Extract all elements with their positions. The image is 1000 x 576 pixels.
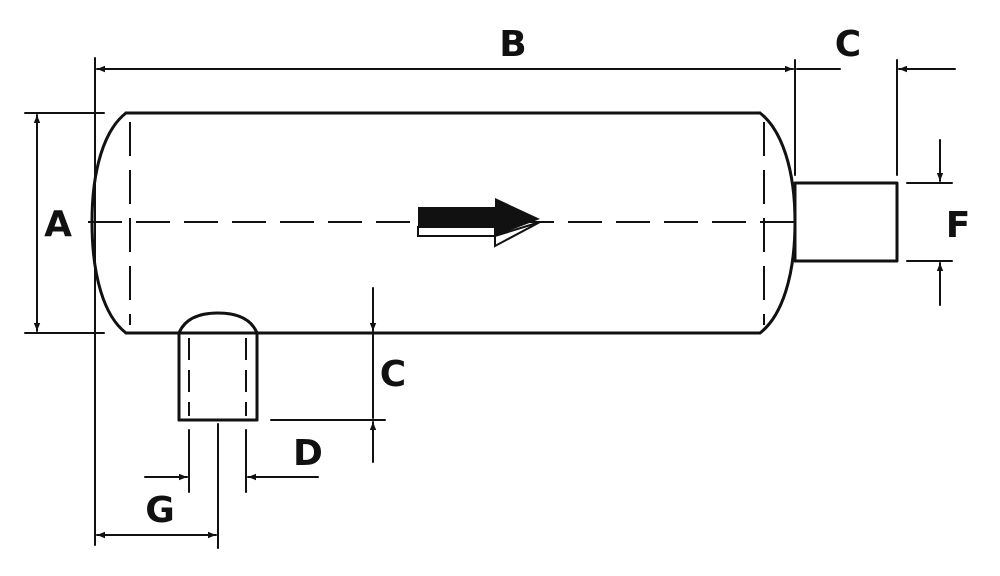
dimension-g: G [96,423,219,549]
dimension-d: D [144,429,323,493]
label-b: B [499,24,526,65]
flow-direction-arrow [417,198,541,248]
label-f: F [946,205,971,246]
inlet-pipe-dome [177,311,259,335]
dimension-b: B [94,24,796,546]
dimension-f: F [906,139,971,306]
label-c-bottom: C [380,354,406,395]
label-d: D [293,433,323,474]
dimension-c-bottom: C [270,287,406,463]
inlet-pipe [177,311,259,422]
outlet-pipe-shape [793,181,899,263]
outlet-pipe [793,181,899,263]
dimension-a: A [24,112,105,334]
flow-arrow-outline [417,221,541,248]
label-a: A [44,204,72,245]
label-g: G [145,490,175,531]
label-c-top: C [835,24,861,65]
dimension-c-top: C [796,24,956,176]
